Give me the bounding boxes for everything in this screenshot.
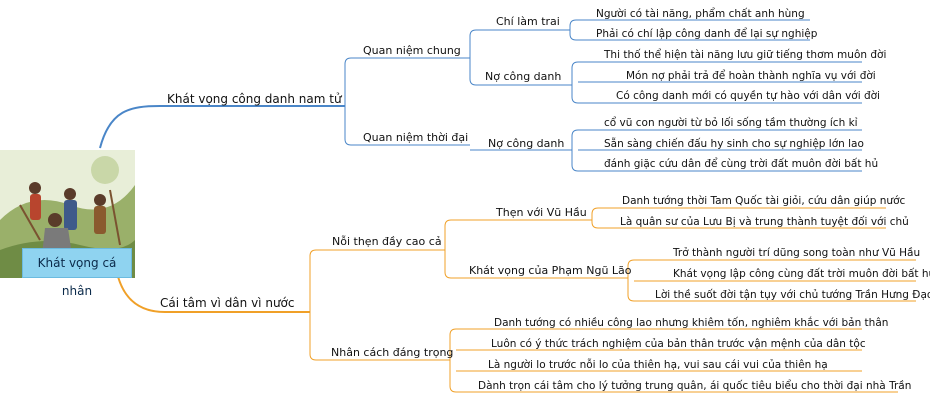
leaf[interactable]: Món nợ phải trả để hoàn thành nghĩa vụ v… (626, 70, 876, 82)
node-no-cong-danh-1[interactable]: Nợ công danh (485, 70, 562, 83)
node-khat-vong-pham-ngu-lao[interactable]: Khát vọng của Phạm Ngũ Lão (469, 264, 632, 277)
leaf[interactable]: Có công danh mới có quyền tự hào với dân… (616, 90, 880, 102)
leaf[interactable]: cổ vũ con người từ bỏ lối sống tầm thườn… (604, 117, 858, 129)
leaf[interactable]: Sẵn sàng chiến đấu hy sinh cho sự nghiệp… (604, 138, 864, 150)
spine-nhan-cach (449, 328, 457, 393)
leaf[interactable]: Là quân sư của Lưu Bị và trung thành tuy… (620, 216, 909, 228)
leaf[interactable]: Danh tướng thời Tam Quốc tài giỏi, cứu d… (622, 195, 906, 207)
leaf[interactable]: đánh giặc cứu dân để cùng trời đất muôn … (604, 158, 879, 170)
edge-central-top (99, 105, 345, 149)
spine-qnc (469, 29, 477, 86)
spine-no-cd-1 (571, 61, 579, 104)
node-quan-niem-thoi-dai[interactable]: Quan niệm thời đại (363, 131, 469, 144)
spine-khat-vong-pnl (627, 259, 635, 302)
central-topic[interactable]: Khát vọng cá nhân (22, 248, 132, 298)
node-quan-niem-chung[interactable]: Quan niệm chung (363, 44, 461, 57)
branch-cai-tam[interactable]: Cái tâm vì dân vì nước (160, 296, 295, 310)
leaf[interactable]: Người có tài năng, phẩm chất anh hùng (596, 8, 805, 20)
spine-l1-top (344, 57, 352, 146)
spine-chi-lam-trai (569, 19, 577, 41)
leaf[interactable]: Trở thành người trí dũng song toàn như V… (673, 247, 921, 259)
leaf[interactable]: Luôn có ý thức trách nghiệm của bản thân… (491, 338, 866, 350)
leaf[interactable]: Lời thề suốt đời tận tụy với chủ tướng T… (655, 289, 930, 301)
node-chi-lam-trai[interactable]: Chí làm trai (496, 15, 560, 28)
leaf[interactable]: Khát vọng lập công cùng đất trời muôn đờ… (673, 268, 930, 280)
leaf[interactable]: Danh tướng có nhiều công lao nhưng khiêm… (494, 317, 889, 329)
leaf[interactable]: Dành trọn cái tâm cho lý tưởng trung quâ… (478, 380, 912, 392)
spine-no-cd-2 (571, 129, 579, 172)
branch-khat-vong-cong-danh[interactable]: Khát vọng công danh nam tử (167, 92, 342, 106)
node-noi-then[interactable]: Nỗi thẹn đầy cao cả (332, 235, 442, 248)
leaf[interactable]: Là người lo trước nỗi lo của thiên hạ, v… (488, 359, 828, 371)
leaf[interactable]: Phải có chí lập công danh để lại sự nghi… (596, 28, 818, 40)
spine-l1-bottom (309, 249, 317, 361)
spine-then-vu-hau (591, 207, 599, 229)
node-nhan-cach[interactable]: Nhân cách đáng trọng (331, 346, 454, 359)
node-no-cong-danh-2[interactable]: Nợ công danh (488, 137, 565, 150)
leaf[interactable]: Thi thố thể hiện tài năng lưu giữ tiếng … (604, 49, 887, 61)
spine-noi-then (444, 219, 452, 279)
node-then-voi-vu-hau[interactable]: Thẹn với Vũ Hầu (496, 206, 587, 219)
